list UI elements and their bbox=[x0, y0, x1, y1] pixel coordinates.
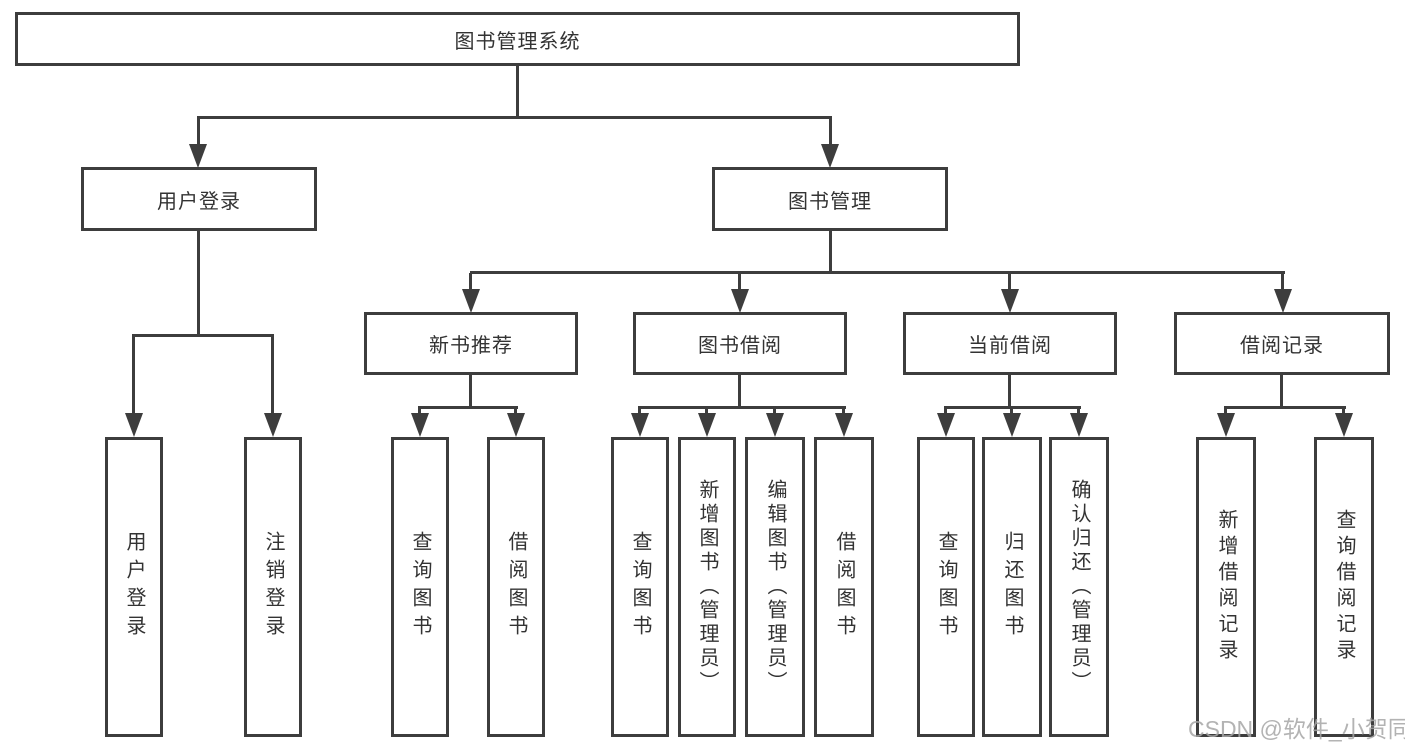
connector-vline bbox=[842, 408, 845, 416]
arrow-down-icon bbox=[1217, 413, 1235, 437]
connector-vline bbox=[469, 273, 472, 291]
node-borrow-records: 借阅记录 bbox=[1174, 312, 1390, 375]
arrow-down-icon bbox=[631, 413, 649, 437]
connector-vline bbox=[469, 374, 472, 408]
arrow-down-icon bbox=[937, 413, 955, 437]
connector-vline bbox=[705, 408, 708, 416]
arrow-down-icon bbox=[698, 413, 716, 437]
connector-vline bbox=[271, 336, 274, 414]
leaf-return-books: 归还图书 bbox=[982, 437, 1042, 737]
node-label: 借阅记录 bbox=[1240, 335, 1324, 357]
node-label: 借阅图书 bbox=[505, 531, 527, 643]
leaf-query-books-current: 查询图书 bbox=[917, 437, 975, 737]
node-user-login: 用户登录 bbox=[81, 167, 317, 231]
node-label: 新书推荐 bbox=[429, 335, 513, 357]
node-label: 用户登录 bbox=[123, 531, 145, 643]
connector-vline bbox=[197, 231, 200, 336]
connector-vline bbox=[1281, 273, 1284, 291]
node-label: 查询图书 bbox=[935, 531, 957, 643]
connector-vline bbox=[638, 408, 641, 416]
connector-vline bbox=[829, 231, 832, 274]
node-label: 查询图书 bbox=[629, 531, 651, 643]
connector-vline bbox=[197, 118, 200, 146]
arrow-down-icon bbox=[766, 413, 784, 437]
node-label: 借阅图书 bbox=[833, 531, 855, 643]
connector-vline bbox=[773, 408, 776, 416]
arrow-down-icon bbox=[821, 144, 839, 168]
leaf-logout-login: 注销登录 bbox=[244, 437, 302, 737]
arrow-down-icon bbox=[125, 413, 143, 437]
leaf-confirm-return-admin: 确认归还（管理员） bbox=[1049, 437, 1109, 737]
connector-vline bbox=[1224, 408, 1227, 416]
connector-hline bbox=[470, 271, 1285, 274]
node-label: 图书借阅 bbox=[698, 335, 782, 357]
node-label: 新增图书（管理员） bbox=[696, 479, 718, 695]
leaf-borrow-books: 借阅图书 bbox=[814, 437, 874, 737]
connector-vline bbox=[1077, 408, 1080, 416]
connector-hline bbox=[197, 116, 832, 119]
node-label: 图书管理系统 bbox=[454, 30, 581, 53]
leaf-borrow-books-recommend: 借阅图书 bbox=[487, 437, 545, 737]
connector-hline bbox=[638, 406, 846, 409]
node-label: 用户登录 bbox=[157, 190, 241, 213]
connector-hline bbox=[132, 334, 274, 337]
arrow-down-icon bbox=[1335, 413, 1353, 437]
node-label: 当前借阅 bbox=[968, 335, 1052, 357]
arrow-down-icon bbox=[1274, 289, 1292, 313]
connector-vline bbox=[1342, 408, 1345, 416]
node-label: 编辑图书（管理员） bbox=[764, 479, 786, 695]
arrow-down-icon bbox=[1070, 413, 1088, 437]
connector-vline bbox=[829, 118, 832, 146]
node-current-borrow: 当前借阅 bbox=[903, 312, 1117, 375]
leaf-query-borrow-record: 查询借阅记录 bbox=[1314, 437, 1374, 737]
arrow-down-icon bbox=[731, 289, 749, 313]
arrow-down-icon bbox=[411, 413, 429, 437]
watermark: CSDN @软件_小贺同学 bbox=[1188, 716, 1405, 742]
node-label: 查询借阅记录 bbox=[1333, 509, 1355, 665]
connector-vline bbox=[1008, 273, 1011, 291]
connector-vline bbox=[738, 273, 741, 291]
arrow-down-icon bbox=[189, 144, 207, 168]
connector-vline bbox=[516, 66, 519, 119]
arrow-down-icon bbox=[264, 413, 282, 437]
node-book-borrow: 图书借阅 bbox=[633, 312, 847, 375]
node-book-management: 图书管理 bbox=[712, 167, 948, 231]
node-library-management-system: 图书管理系统 bbox=[15, 12, 1020, 66]
node-label: 图书管理 bbox=[788, 190, 872, 213]
connector-vline bbox=[418, 408, 421, 416]
leaf-add-books-admin: 新增图书（管理员） bbox=[678, 437, 736, 737]
node-label: 查询图书 bbox=[409, 531, 431, 643]
connector-vline bbox=[132, 336, 135, 414]
connector-vline bbox=[514, 408, 517, 416]
node-label: 新增借阅记录 bbox=[1215, 509, 1237, 665]
connector-vline bbox=[944, 408, 947, 416]
node-label: 确认归还（管理员） bbox=[1068, 479, 1090, 695]
connector-hline bbox=[418, 406, 518, 409]
arrow-down-icon bbox=[1003, 413, 1021, 437]
connector-hline bbox=[1224, 406, 1346, 409]
connector-vline bbox=[1280, 374, 1283, 408]
connector-vline bbox=[1010, 408, 1013, 416]
connector-vline bbox=[738, 374, 741, 408]
leaf-user-login: 用户登录 bbox=[105, 437, 163, 737]
arrow-down-icon bbox=[462, 289, 480, 313]
arrow-down-icon bbox=[835, 413, 853, 437]
connector-vline bbox=[1008, 374, 1011, 408]
node-label: 归还图书 bbox=[1001, 531, 1023, 643]
connector-hline bbox=[944, 406, 1081, 409]
node-new-book-recommend: 新书推荐 bbox=[364, 312, 578, 375]
leaf-query-books-recommend: 查询图书 bbox=[391, 437, 449, 737]
leaf-edit-books-admin: 编辑图书（管理员） bbox=[745, 437, 805, 737]
arrow-down-icon bbox=[1001, 289, 1019, 313]
node-label: 注销登录 bbox=[262, 531, 284, 643]
leaf-add-borrow-record: 新增借阅记录 bbox=[1196, 437, 1256, 737]
leaf-query-books-borrow: 查询图书 bbox=[611, 437, 669, 737]
arrow-down-icon bbox=[507, 413, 525, 437]
